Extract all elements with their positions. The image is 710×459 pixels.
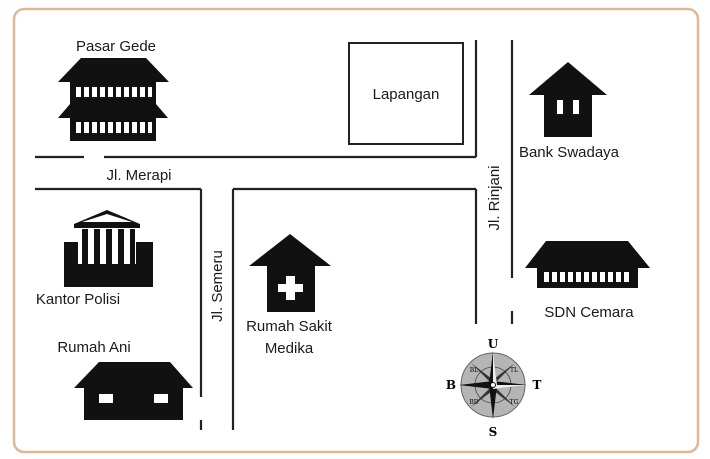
sdn-cemara-icon [525, 241, 650, 288]
hospital-icon [249, 234, 331, 312]
kantor-polisi-icon [64, 210, 153, 287]
compass-north: U [488, 337, 499, 351]
rumah-ani-label: Rumah Ani [57, 339, 130, 356]
street-merapi-label: Jl. Merapi [106, 167, 171, 184]
compass-west: B [446, 378, 456, 392]
bank-swadaya-icon [529, 62, 607, 137]
bank-swadaya-label: Bank Swadaya [519, 144, 620, 161]
map-frame [12, 7, 700, 454]
pasar-gede-label: Pasar Gede [76, 38, 156, 55]
compass-rose-icon [459, 351, 527, 419]
street-rinjani-label: Jl. Rinjani [486, 165, 503, 230]
compass-south: S [489, 425, 498, 439]
compass-east: T [533, 378, 542, 392]
roads [35, 40, 514, 430]
lapangan-label: Lapangan [373, 86, 440, 103]
compass-nw: BL [470, 367, 478, 374]
compass-se: TG [510, 399, 519, 406]
compass-sw: BD [469, 399, 478, 406]
hospital-label-line2: Medika [265, 340, 314, 357]
hospital-label-line1: Rumah Sakit [246, 318, 333, 335]
pasar-gede-icon [58, 58, 169, 141]
street-semeru-label: Jl. Semeru [209, 250, 226, 322]
rumah-ani-icon [74, 362, 193, 420]
sdn-cemara-label: SDN Cemara [544, 304, 634, 321]
kantor-polisi-label: Kantor Polisi [36, 291, 120, 308]
compass-ne: TL [510, 367, 518, 374]
lapangan-field [348, 42, 464, 145]
